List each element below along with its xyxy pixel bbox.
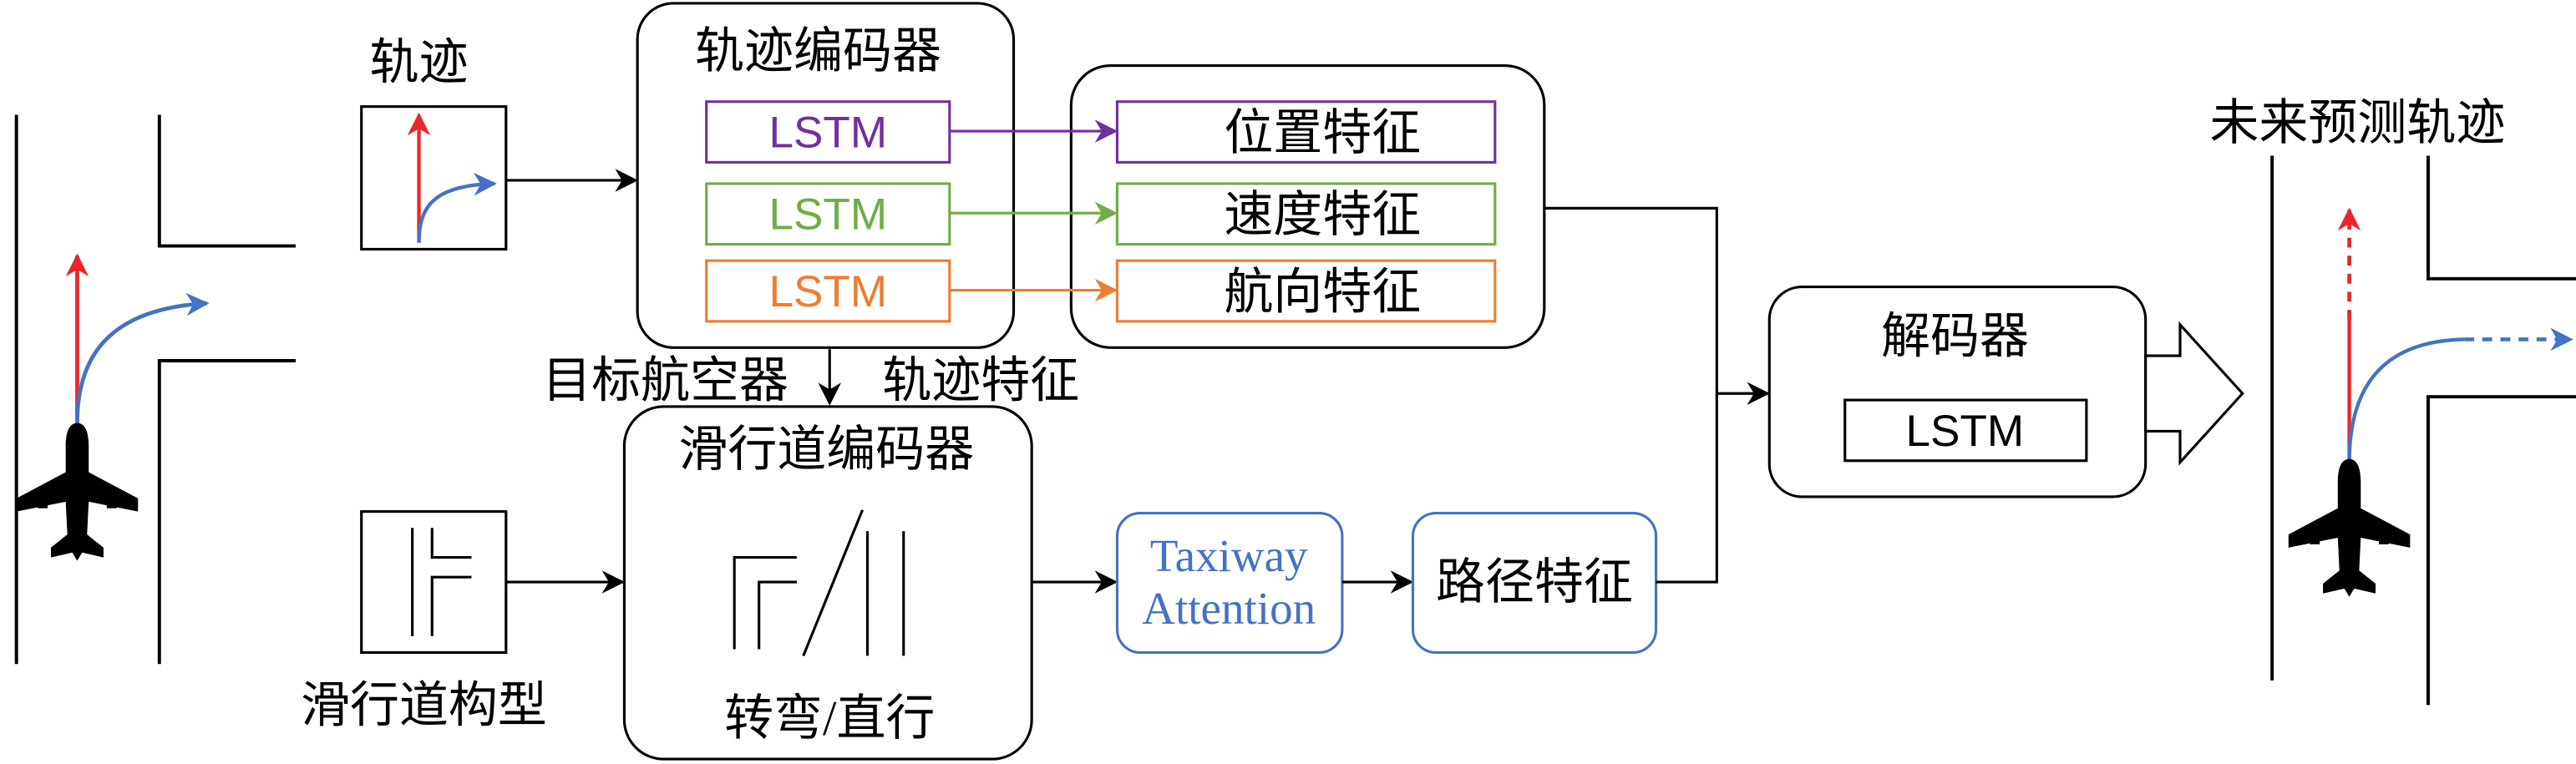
hollow-arrow-icon (2144, 321, 2244, 466)
trajectory-feature-label: 轨迹特征 (882, 353, 1079, 408)
trajectory-features-group: 位置特征 速度特征 航向特征 (1069, 63, 1546, 349)
feature-box-position (1115, 100, 1497, 164)
target-aircraft-label: 目标航空器 (542, 353, 789, 408)
feature-box-heading (1115, 259, 1497, 323)
taxiway-encoder: 滑行道编码器 转弯/直行 (622, 405, 1033, 761)
taxiway-encoder-title: 滑行道编码器 (678, 422, 974, 477)
taxiway-line (430, 528, 472, 559)
path-feature-label: 路径特征 (1436, 554, 1633, 610)
input-scene (14, 114, 297, 665)
taxiway-config-label: 滑行道构型 (301, 677, 547, 732)
turn-taxiway-line (733, 556, 797, 650)
turn-arrow (2347, 337, 2465, 463)
lstm-label: LSTM (768, 267, 887, 316)
output-scene (2270, 155, 2576, 706)
decoder-lstm-label: LSTM (1906, 407, 2025, 456)
lstm-label: LSTM (768, 190, 887, 240)
taxiway-line (430, 575, 472, 636)
turn-taxiway-line (758, 580, 797, 650)
turn-arrow (75, 292, 210, 423)
decoder: 解码器 LSTM (1767, 286, 2148, 498)
airplane-icon (16, 422, 139, 561)
lstm-label: LSTM (768, 109, 887, 158)
taxiway-attention-line1: Taxiway (1150, 530, 1308, 581)
taxiway-edge (157, 114, 297, 248)
taxiway-attention-line2: Attention (1142, 583, 1316, 634)
lstm-box-position (705, 100, 951, 164)
trajectory-encoder: 轨迹编码器 LSTM LSTM LSTM (636, 2, 1016, 349)
decoder-lstm-box (1843, 398, 2088, 463)
trajectory-label: 轨迹 (370, 35, 469, 90)
taxiway-edge (2426, 155, 2576, 281)
airplane-icon (2288, 458, 2411, 597)
trajectory-encoder-title: 轨迹编码器 (695, 23, 941, 78)
path-feature-box: 路径特征 (1411, 512, 1658, 655)
trajectory-box (360, 105, 508, 251)
feature-label: 位置特征 (1224, 105, 1421, 160)
feature-label: 航向特征 (1224, 265, 1421, 320)
future-trajectory-label: 未来预测轨迹 (2209, 95, 2505, 150)
feature-box-speed (1115, 182, 1497, 246)
decoder-title: 解码器 (1881, 309, 2029, 364)
lstm-box-speed (705, 182, 951, 246)
taxiway-edge (2426, 395, 2576, 706)
turn-arrow (417, 172, 497, 243)
taxiway-attention-box: Taxiway Attention (1115, 512, 1344, 655)
taxiway-edge (157, 359, 297, 665)
turn-straight-caption: 转弯/直行 (724, 691, 935, 746)
feature-label: 速度特征 (1224, 187, 1421, 242)
connector-features-to-decoder (1544, 206, 1718, 584)
divider-slash (802, 509, 865, 656)
taxiway-config-box (360, 510, 508, 655)
